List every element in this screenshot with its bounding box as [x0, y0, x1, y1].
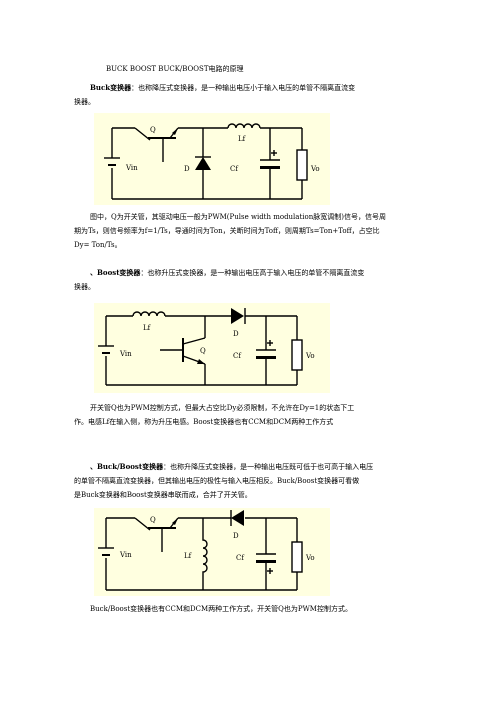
buck-desc-line-3: Dy= Ton/Ts。 — [74, 241, 122, 249]
boost-label-vo: Vo — [305, 352, 315, 360]
boost-switch-q — [160, 316, 206, 385]
buck-intro-line-1: Buck变换器：也称降压式变换器，是一种输出电压小于输入电压的单管不隔离直流变 — [90, 82, 355, 94]
buckboost-diode-d — [230, 510, 244, 526]
buckboost-switch-q — [134, 517, 179, 552]
buckboost-label-cf: Cf — [236, 554, 245, 562]
buckboost-label-lf: Lf — [184, 552, 193, 560]
buckboost-label-vo: Vo — [305, 554, 315, 562]
buck-desc-line-2: 期为Ts，则信号频率为f=1/Ts，导通时间为Ton，关断时间为Toff，则周期… — [74, 227, 380, 235]
buckboost-vin-source — [98, 547, 114, 556]
boost-desc-line-1: 开关管Q也为PWM控制方式，但最大占空比Dy必须限制，不允许在Dy=1的状态下工 — [90, 404, 355, 412]
buck-label-vo: Vo — [310, 165, 320, 173]
buckboost-circuit: Q D Lf Cf Vin Vo — [94, 508, 330, 596]
buck-label-cf: Cf — [230, 165, 239, 173]
buckboost-intro-line-3: 是Buck变换器和Boost变换器串联而成，合并了开关管。 — [74, 491, 252, 499]
buckboost-intro-line-1: 、Buck/Boost变换器：也称升降压式变换器，是一种输出电压既可低于也可高于… — [90, 461, 373, 473]
boost-circuit-background — [94, 303, 330, 393]
buck-heading: Buck变换器 — [90, 83, 132, 92]
boost-intro-line-2: 换器。 — [74, 283, 95, 291]
buck-inductor-lf — [227, 123, 261, 129]
boost-label-lf: Lf — [143, 324, 152, 332]
buckboost-intro-line-2: 的单管不隔离直流变换器，但其输出电压的极性与输入电压相反。Buck/Boost变… — [74, 477, 360, 485]
buckboost-heading: 、Buck/Boost变换器 — [90, 462, 164, 471]
buckboost-load-vo — [291, 518, 303, 590]
boost-heading: 、Boost变换器 — [90, 268, 141, 277]
boost-capacitor-cf — [256, 316, 276, 385]
buck-label-q: Q — [150, 126, 156, 134]
buck-switch-q — [134, 127, 179, 162]
boost-vin-source — [98, 345, 114, 354]
boost-intro-text: ：也称升压式变换器，是一种输出电压高于输入电压的单管不隔离直流变 — [140, 269, 365, 277]
buck-vin-source — [104, 157, 120, 166]
boost-label-cf: Cf — [233, 352, 242, 360]
buckboost-intro-text: ：也称升降压式变换器，是一种输出电压既可低于也可高于输入电压 — [163, 463, 374, 471]
buck-label-vin: Vin — [125, 164, 138, 172]
boost-inductor-lf — [132, 311, 166, 317]
buck-desc-line-1: 图中，Q为开关管，其驱动电压一般为PWM(Pulse width modulat… — [90, 213, 386, 221]
boost-circuit: Lf D Q Cf Vin Vo — [94, 303, 330, 393]
buck-diode-d — [195, 128, 211, 199]
page-title: BUCK BOOST BUCK/BOOST电路的原理 — [106, 65, 244, 73]
buckboost-circuit-background — [94, 508, 330, 596]
buckboost-capacitor-cf — [256, 518, 276, 590]
boost-load-vo — [291, 316, 303, 385]
boost-label-q: Q — [200, 347, 206, 355]
buck-circuit-background — [94, 113, 330, 205]
boost-label-vin: Vin — [119, 350, 132, 358]
buck-circuit: Q Lf D Cf Vin Vo — [94, 113, 330, 205]
buck-load-vo — [296, 128, 308, 199]
boost-intro-line-1: 、Boost变换器：也称升压式变换器，是一种输出电压高于输入电压的单管不隔离直流… — [90, 267, 364, 279]
buckboost-label-d: D — [233, 532, 239, 540]
buckboost-label-vin: Vin — [119, 551, 132, 559]
buck-label-lf: Lf — [238, 135, 247, 143]
buck-capacitor-cf — [260, 128, 280, 199]
boost-diode-d — [231, 308, 246, 324]
buckboost-inductor-lf — [202, 518, 208, 590]
boost-desc-line-2: 作。电感Lf在输入侧，称为升压电感。Boost变换器也有CCM和DCM两种工作方… — [74, 418, 334, 426]
buckboost-label-q: Q — [150, 516, 156, 524]
buckboost-desc-line-1: Buck/Boost变换器也有CCM和DCM两种工作方式，开关管Q也为PWM控制… — [90, 605, 352, 613]
boost-label-d: D — [233, 330, 239, 338]
buck-intro-line-2: 换器。 — [74, 98, 95, 106]
buck-intro-text: ：也称降压式变换器，是一种输出电压小于输入电压的单管不隔离直流变 — [131, 84, 356, 92]
buck-label-d: D — [184, 165, 190, 173]
